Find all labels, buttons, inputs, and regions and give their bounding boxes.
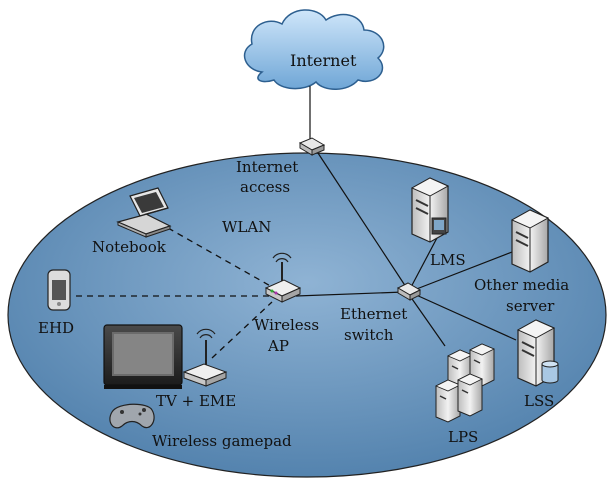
tv-icon: [103, 324, 183, 389]
internet-access-label-line2: access: [240, 178, 290, 196]
router-icon: [298, 137, 326, 156]
gamepad-icon: [109, 403, 155, 429]
eme-device-icon: [182, 328, 228, 387]
wlink-notebook-ap: [167, 227, 275, 289]
link-switch-lms: [409, 235, 439, 290]
tv-eme-label: TV + EME: [156, 392, 236, 410]
link-router-switch: [315, 149, 407, 288]
laptop-icon: [116, 187, 172, 238]
wireless-gamepad-label: Wireless gamepad: [152, 432, 292, 450]
network-area-ellipse: [7, 152, 607, 478]
server-icon: [435, 343, 495, 423]
lps-label: LPS: [448, 428, 478, 446]
internet-access-label-line1: Internet: [236, 158, 298, 176]
notebook-label: Notebook: [92, 238, 167, 256]
ethernet-switch-label-line2: switch: [344, 326, 394, 344]
lss-label: LSS: [524, 392, 554, 410]
link-switch-lss: [413, 293, 517, 341]
lms-label: LMS: [430, 251, 466, 269]
other-media-server-label-line1: Other media: [474, 276, 569, 294]
cloud-icon: [243, 9, 385, 90]
wireless-ap-label-line2: AP: [267, 337, 289, 355]
link-switch-othermedia: [413, 251, 513, 291]
wireless-ap-label-line1: Wireless: [254, 316, 319, 334]
link-switch-lps: [409, 295, 446, 347]
switch-icon: [396, 282, 422, 301]
connections: [295, 86, 517, 347]
database-icon: [541, 360, 559, 384]
phone-icon: [47, 269, 71, 311]
other-media-server-label-line2: server: [506, 297, 555, 315]
wireless-links: [76, 227, 275, 359]
internet-label: Internet: [290, 51, 357, 70]
ethernet-switch-label-line1: Ethernet: [340, 305, 407, 323]
server-icon: [510, 209, 550, 273]
ehd-label: EHD: [38, 319, 74, 337]
wireless-ap-icon: [264, 252, 302, 303]
wlan-label: WLAN: [222, 218, 271, 236]
server-icon: [410, 177, 450, 243]
link-ap-switch: [295, 291, 405, 297]
wlink-eme-ap: [211, 301, 273, 359]
